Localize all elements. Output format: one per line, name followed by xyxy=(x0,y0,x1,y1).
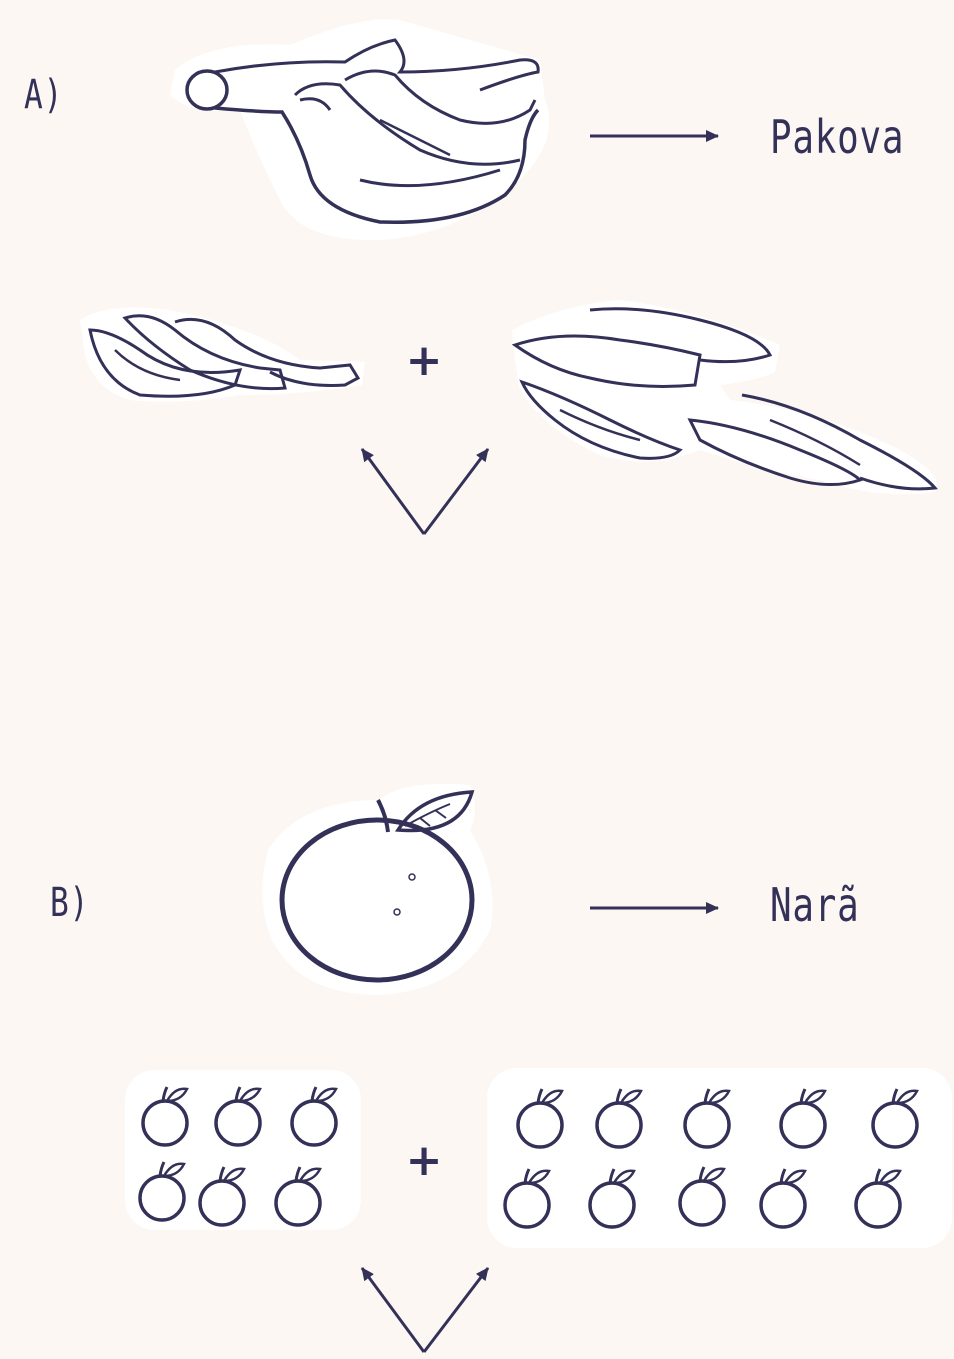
v-arrows-a xyxy=(360,448,490,535)
v-arrows-b xyxy=(360,1267,490,1353)
section-a-word: Pakova xyxy=(770,110,905,164)
section-b-word: Narã xyxy=(770,878,860,932)
banana-group-left xyxy=(80,307,365,402)
section-a-label: A) xyxy=(24,72,64,118)
banana-bunch-icon xyxy=(170,19,550,241)
apple-group-left xyxy=(125,1070,361,1230)
section-b-label: B) xyxy=(50,880,90,926)
plus-sign-a: + xyxy=(406,335,443,386)
apple-icon xyxy=(262,784,493,995)
plus-sign-b: + xyxy=(406,1135,443,1186)
apple-group-right xyxy=(487,1068,952,1248)
banana-group-right xyxy=(511,300,938,495)
